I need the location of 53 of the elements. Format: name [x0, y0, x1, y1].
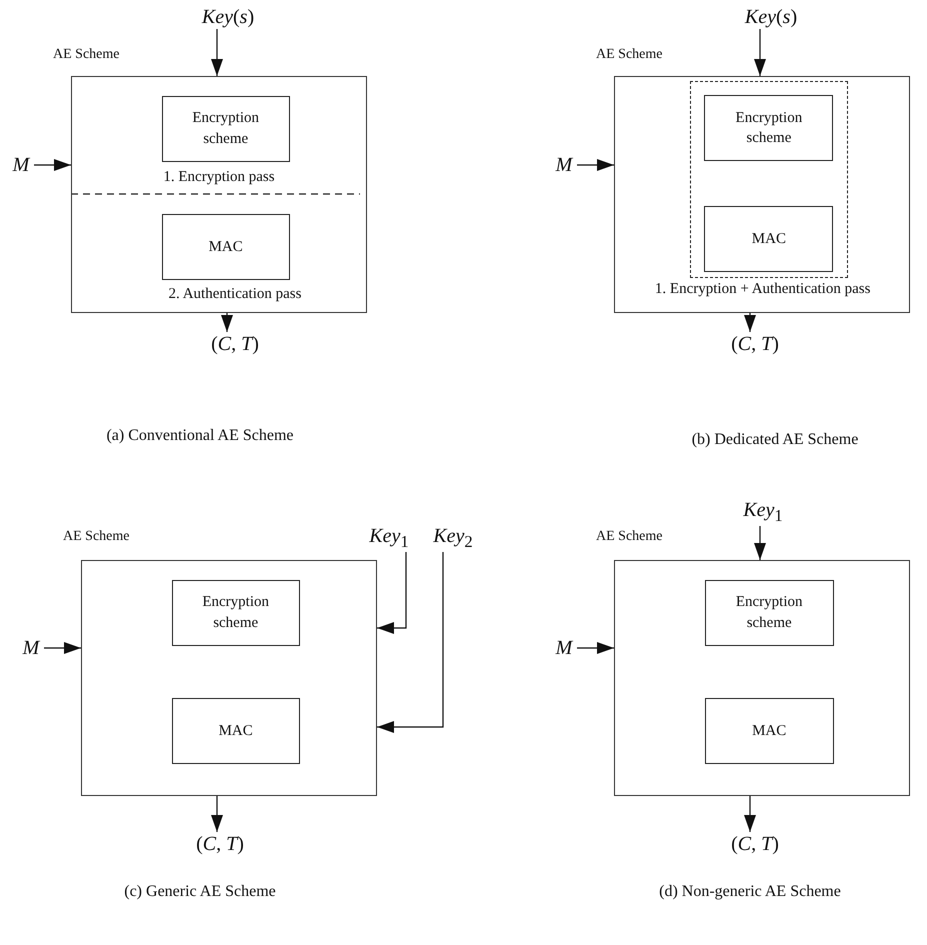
math-label: M [551, 636, 577, 660]
pass-label: 2. Authentication pass [168, 286, 302, 303]
box-label: Encryption scheme [201, 593, 270, 633]
figure-caption: (b) Dedicated AE Scheme [690, 431, 860, 449]
math-label: Key(s) [188, 5, 268, 29]
figure-caption: (a) Conventional AE Scheme [105, 427, 295, 445]
box-label: MAC [750, 230, 787, 250]
math-label: Key(s) [731, 5, 811, 29]
process-box [704, 580, 834, 646]
box-label: Encryption scheme [191, 109, 260, 149]
arrow [377, 552, 444, 733]
process-box [172, 580, 300, 646]
math-label: M [18, 636, 44, 660]
figure-caption: (c) Generic AE Scheme [123, 883, 277, 901]
box-label: MAC [208, 238, 244, 257]
math-label: (C, T) [715, 832, 795, 856]
arrow [34, 159, 71, 171]
process-box [704, 206, 834, 272]
process-box [172, 698, 300, 764]
box-heading: AE Scheme [63, 529, 130, 545]
process-box [162, 96, 290, 162]
arrow [211, 29, 223, 76]
math-label: Key$_{1}$ [738, 498, 788, 526]
arrow [577, 159, 614, 171]
box-heading: AE Scheme [596, 529, 664, 545]
box-heading: AE Scheme [53, 47, 120, 63]
pass-label: 1. Encryption + Authentication pass [654, 280, 872, 298]
arrow [744, 313, 756, 332]
arrow [44, 642, 81, 654]
arrow [577, 642, 614, 654]
math-label: (C, T) [195, 332, 275, 356]
arrow [221, 313, 233, 332]
box-heading: AE Scheme [596, 47, 664, 63]
box-label: Encryption scheme [734, 109, 804, 148]
figure-caption: (d) Non-generic AE Scheme [658, 883, 842, 901]
arrow [377, 552, 407, 634]
box-label: MAC [218, 722, 254, 741]
math-label: M [8, 153, 34, 177]
pass-label: 1. Encryption pass [162, 169, 276, 186]
math-label: (C, T) [715, 332, 795, 356]
math-label: (C, T) [180, 832, 260, 856]
math-label: Key$_{2}$ [428, 524, 478, 552]
math-label: Key$_{1}$ [364, 524, 414, 552]
box-label: MAC [751, 722, 788, 741]
box-label: Encryption scheme [734, 593, 804, 633]
arrow [744, 796, 756, 832]
process-box [704, 698, 834, 764]
process-box [704, 95, 834, 162]
process-box [162, 214, 290, 280]
arrow [754, 526, 766, 560]
arrow [211, 796, 223, 832]
arrow [754, 29, 766, 76]
math-label: M [551, 153, 577, 177]
